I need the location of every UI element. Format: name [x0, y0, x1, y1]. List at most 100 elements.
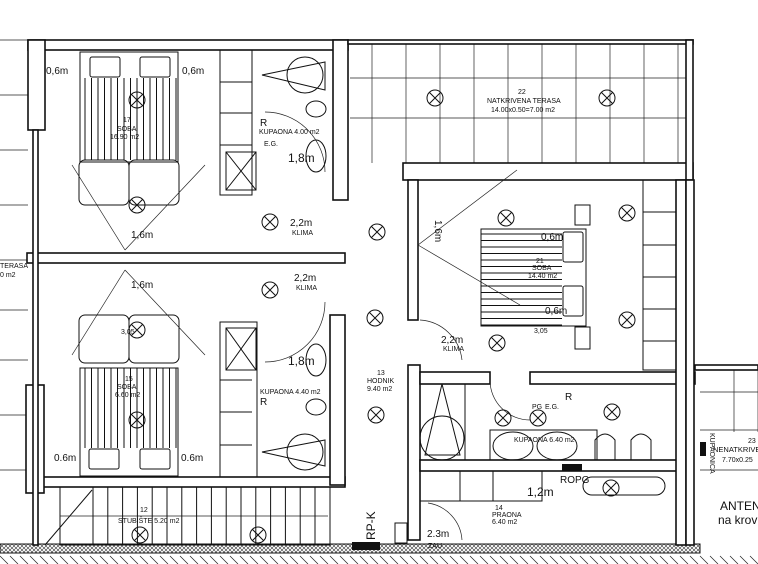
hatch-line [469, 555, 479, 564]
room-area: 6.40 m2 [492, 519, 517, 526]
light-cross [131, 94, 143, 106]
light-circle [497, 209, 515, 227]
hatch-line [279, 555, 289, 564]
light-circle [367, 406, 385, 424]
beds [78, 51, 591, 477]
hatch-line [149, 555, 159, 564]
room-area: 6.60 m2 [115, 392, 140, 399]
hatch-line [509, 555, 519, 564]
light-cross [264, 216, 276, 228]
dimension-label: 0,6m [182, 66, 204, 77]
bed-room-21 [480, 228, 587, 327]
hatch-line [379, 555, 389, 564]
hatch-line [409, 555, 419, 564]
hatch-line [209, 555, 219, 564]
hatch-line [739, 555, 749, 564]
hatch-line [689, 555, 699, 564]
hatch-line [199, 555, 209, 564]
ceiling-light-icon [249, 526, 267, 544]
hatch-line [99, 555, 109, 564]
wardrobes [219, 49, 677, 502]
dimension-label: 2.3m [427, 529, 449, 540]
sanitary-fixtures [261, 56, 706, 550]
dimension-label: 0.6m [54, 453, 76, 464]
hatch-line [569, 555, 579, 564]
walls [25, 39, 758, 546]
room-label: HODNIK [367, 378, 395, 385]
antenna-label: na krov [718, 513, 757, 527]
light-cross [131, 199, 143, 211]
kupaonica-tag: KUPAONICA [708, 433, 715, 474]
dimension-label: 1,8m [288, 151, 315, 165]
light-cross [134, 529, 146, 541]
room-area: 14.40 m2 [528, 273, 557, 280]
room-number: 13 [377, 370, 385, 377]
light-circle [128, 321, 146, 339]
light-circle [128, 196, 146, 214]
antenna-label: ANTENA [720, 499, 758, 513]
bed-room-17 [79, 51, 179, 163]
ceiling-light-icon [618, 204, 636, 222]
dimension-label: 1,2m [527, 485, 554, 499]
light-circle [618, 311, 636, 329]
ceiling-light-icon [366, 309, 384, 327]
hatch-line [399, 555, 409, 564]
hatch-line [659, 555, 669, 564]
eg-label: E.G. [545, 404, 559, 411]
room-number: 14 [495, 505, 503, 512]
light-cross [621, 314, 633, 326]
light-cross [264, 284, 276, 296]
r-label: R [565, 392, 572, 403]
hatch-line [579, 555, 589, 564]
light-circle [368, 223, 386, 241]
room-label: NENATKRIVENA [713, 445, 758, 454]
hatch-line [239, 555, 249, 564]
hatch-line [629, 555, 639, 564]
hatch-line [669, 555, 679, 564]
hatch-line [139, 555, 149, 564]
pg-label: PG [532, 404, 542, 411]
light-cross [532, 412, 544, 424]
r-label: R [260, 397, 267, 408]
hatch-line [539, 555, 549, 564]
ceiling-light-icon [261, 213, 279, 231]
room-label: KUPAONA 6.40 m2 [514, 437, 575, 444]
light-cross [601, 92, 613, 104]
hatch-line [639, 555, 649, 564]
room-number: 22 [518, 89, 526, 96]
dimension-label: 1,8m [288, 354, 315, 368]
ceiling-light-icon [128, 321, 146, 339]
light-circle [603, 403, 621, 421]
labels: TERASA 0 m2 17 SOBA 16.90 m2 KUPAONA 4.0… [0, 66, 758, 550]
level-mark: 3,05 [534, 328, 548, 335]
room-number: 12 [140, 507, 148, 514]
room-number: 15 [125, 376, 133, 383]
klima-height: 2,2m [290, 218, 312, 229]
hatch-line [69, 555, 79, 564]
light-cross [429, 92, 441, 104]
light-cross [252, 529, 264, 541]
ceiling-light-icon [367, 406, 385, 424]
hatch-line [439, 555, 449, 564]
hatch-line [479, 555, 489, 564]
light-circle [261, 213, 279, 231]
hatch-line [349, 555, 359, 564]
light-circle [488, 334, 506, 352]
r-label: R [260, 118, 267, 129]
toilet-icon [594, 433, 616, 461]
klima-label: KLIMA [296, 285, 317, 292]
hatch-line [219, 555, 229, 564]
ceiling-light-icon [368, 223, 386, 241]
hatch-line [699, 555, 709, 564]
light-cross [621, 207, 633, 219]
hatch-line [359, 555, 369, 564]
hatch-line [329, 555, 339, 564]
hatch-line [109, 555, 119, 564]
light-circle [366, 309, 384, 327]
light-cross [369, 312, 381, 324]
room-area: 7.70x0.25 [722, 457, 753, 464]
klima-label: KLIMA [443, 346, 464, 353]
hatch-line [49, 555, 59, 564]
ceiling-light-icon [529, 409, 547, 427]
